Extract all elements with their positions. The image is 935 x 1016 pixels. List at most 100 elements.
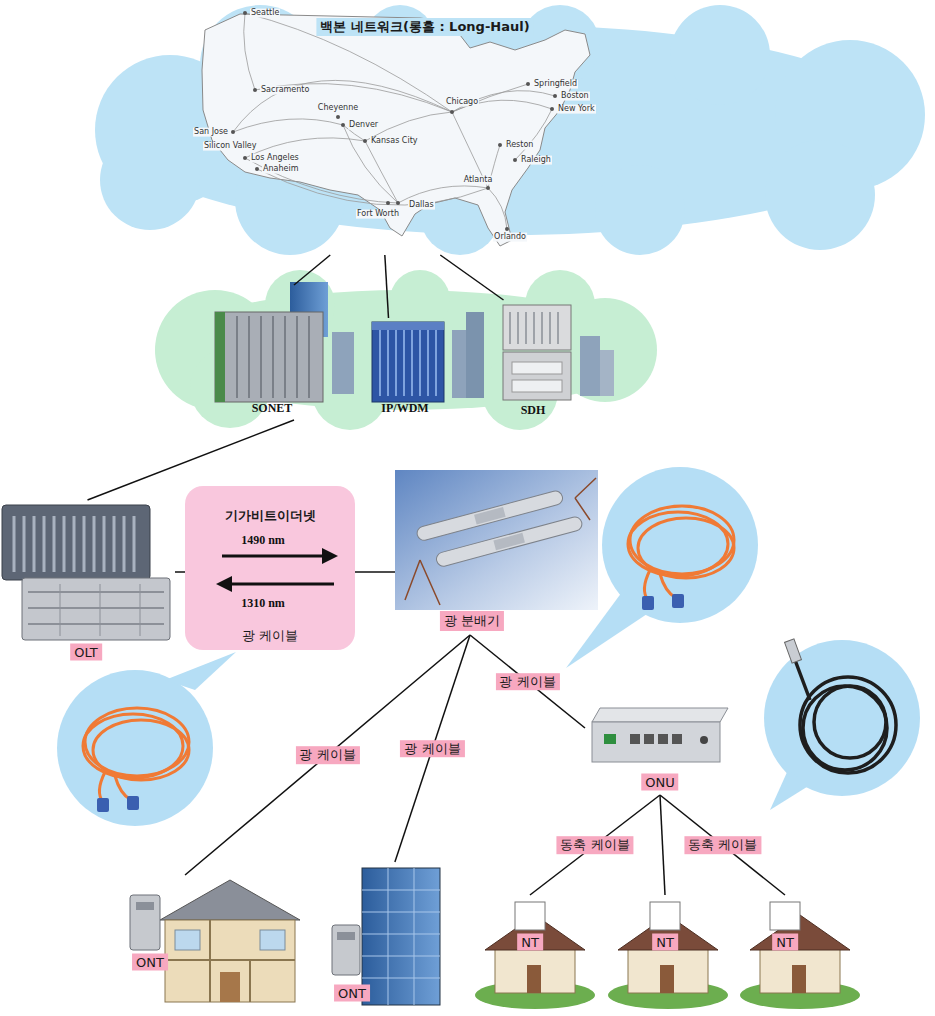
ont-site: ONT — [330, 862, 448, 1007]
gigabit-panel-part — [232, 583, 334, 586]
cable-line — [294, 255, 330, 285]
subscriber-house-part — [527, 965, 541, 993]
fiber-cable-coil — [83, 708, 189, 802]
coax-cable-coil-part — [814, 686, 886, 758]
city-label: Anaheim — [262, 165, 299, 174]
cloud-shape-part — [520, 5, 600, 85]
city-label: Cheyenne — [317, 104, 359, 113]
node-label: SONET — [252, 401, 293, 416]
subscriber-house-part — [485, 915, 585, 950]
splitter-photo-part — [405, 478, 596, 605]
splitter-photo-part — [395, 470, 598, 610]
office-tower-part — [362, 868, 440, 1005]
cable-line — [660, 795, 665, 895]
splitter-photo-part — [416, 486, 584, 570]
fiber-route-part — [365, 141, 398, 203]
splitter-photo-part — [435, 515, 584, 567]
subscriber-house-part — [660, 965, 674, 993]
cable-line — [530, 795, 660, 895]
splitter-photo-part — [493, 533, 525, 550]
fiber-cable-coil — [628, 506, 734, 600]
office-tower-part — [332, 925, 360, 975]
city-label: Springfield — [533, 80, 578, 89]
subscriber-house-part — [750, 915, 850, 950]
coax-cable-coil-part — [803, 686, 887, 770]
fiber-connector-part — [642, 596, 654, 610]
coax-cable-coil — [795, 660, 896, 773]
fiber-connector-part — [127, 796, 139, 810]
node-label: 백본 네트워크(롱홀 : Long-Haul) — [316, 18, 533, 36]
callout-bubble-part — [602, 467, 758, 623]
cloud-shape-part — [155, 290, 275, 410]
onu-device-part — [592, 708, 728, 722]
city-dot-part — [341, 123, 345, 127]
city-dot-part — [363, 139, 367, 143]
sdh-equipment — [503, 305, 571, 400]
olt-chassis — [2, 505, 170, 640]
city-dot-part — [336, 115, 340, 119]
node-label: IP/WDM — [381, 401, 428, 416]
sdh-equipment-part — [510, 312, 558, 344]
city-dot-part — [526, 82, 530, 86]
city-label: Denver — [348, 121, 379, 130]
gigabit-panel — [185, 486, 355, 650]
city-label: Atlanta — [463, 176, 494, 185]
cloud-shape-part — [525, 270, 595, 340]
fiber-route-part — [244, 13, 255, 90]
cloud-shape-part — [765, 140, 875, 250]
subscriber-house-part — [495, 948, 575, 993]
subscriber-house-part — [760, 948, 840, 993]
subscriber-house — [475, 902, 860, 1009]
cloud-shape — [155, 270, 657, 430]
callout-bubble-part — [770, 770, 810, 810]
us-map-part — [202, 14, 590, 246]
fiber-cable-coil-part — [99, 772, 131, 802]
city-skyline-part — [466, 312, 484, 398]
cloud-shape-part — [365, 5, 435, 75]
house-cutaway-part — [165, 920, 295, 1002]
node-label: 1310 nm — [241, 596, 285, 611]
city-label: Sacramento — [260, 86, 310, 95]
fiber-cable-coil-part — [638, 518, 734, 578]
subscriber-house-part — [740, 981, 860, 1009]
city-dot-part — [550, 107, 554, 111]
city-label: Silicon Valley — [203, 142, 258, 151]
city-label: Kansas City — [370, 137, 419, 146]
cable-line — [88, 420, 295, 500]
callout-bubble-part — [764, 640, 920, 796]
city-dot-part — [553, 94, 557, 98]
sdh-equipment-part — [503, 352, 571, 400]
house-cutaway-part — [175, 930, 200, 950]
node-label: OLT — [70, 644, 102, 661]
office-tower-part — [362, 868, 440, 1005]
sonet-equipment-part — [215, 312, 323, 402]
wdm-equipment — [372, 322, 444, 402]
city-dot-part — [450, 110, 454, 114]
cable-label: 동축 케이블 — [684, 836, 761, 854]
equipment: SONET — [210, 285, 330, 420]
callout-bubble-part — [566, 592, 650, 668]
node-label: ONU — [641, 774, 678, 791]
sonet-equipment-part — [215, 312, 225, 402]
city-label: Raleigh — [520, 156, 552, 165]
node-label: NT — [772, 934, 798, 951]
house-cutaway-part — [165, 920, 295, 1002]
node-label: NT — [517, 934, 543, 951]
callout-bubble — [57, 467, 920, 826]
fiber-route-part — [257, 169, 488, 205]
olt-chassis-part — [22, 578, 170, 640]
city-label: Dallas — [408, 201, 435, 210]
fiber-connector — [642, 594, 684, 610]
coax-cable-coil-part — [800, 677, 896, 773]
city-skyline-part — [580, 336, 600, 396]
city-dot-part — [243, 11, 247, 15]
house-cutaway-part — [160, 880, 300, 920]
gigabit-panel-part — [322, 548, 338, 564]
fiber-route — [233, 13, 555, 229]
fiber-cable-coil-part — [628, 512, 728, 576]
city-skyline-part — [240, 360, 258, 398]
cloud-shape-part — [235, 145, 345, 255]
equipment: IP/WDM — [360, 318, 455, 420]
nt-site: NT — [605, 895, 725, 1010]
splitter-photo — [395, 470, 598, 610]
